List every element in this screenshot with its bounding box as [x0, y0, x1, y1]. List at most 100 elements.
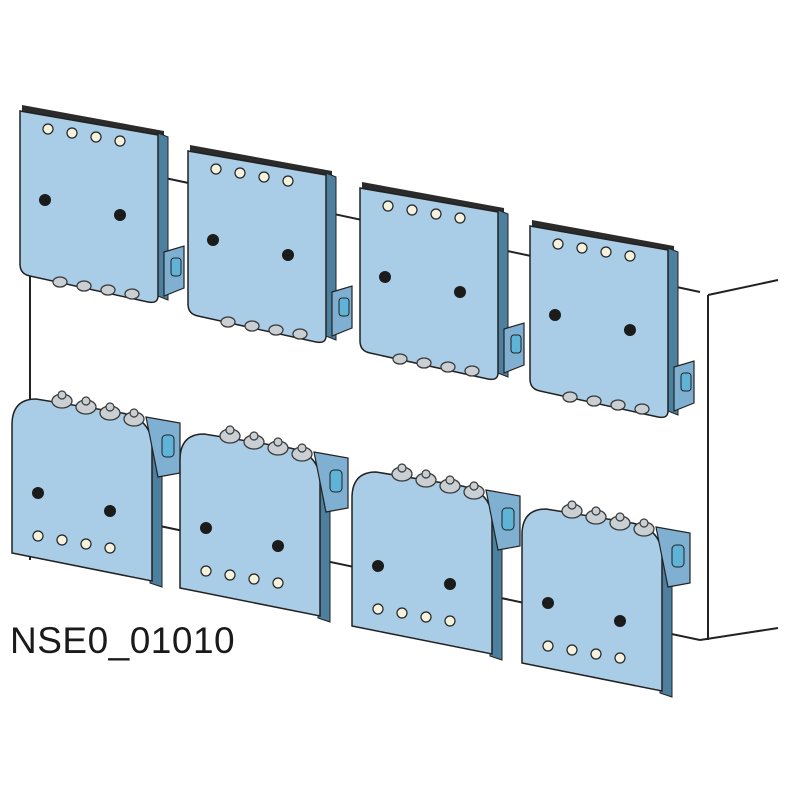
dark-hole: [624, 324, 636, 336]
bolt-head: [469, 481, 479, 491]
mounting-hole: [396, 607, 408, 619]
bolt-nut: [100, 284, 116, 296]
mounting-hole: [590, 648, 602, 660]
upper-connector: [187, 145, 353, 344]
plate-face: [359, 187, 499, 381]
upper-connector-row: [19, 105, 695, 419]
lower-connector: [11, 390, 181, 588]
bracket-slot: [161, 434, 175, 458]
plate-top-edge: [22, 105, 164, 137]
mounting-hole: [406, 204, 418, 216]
mounting-hole: [552, 238, 564, 250]
bolt-head: [81, 396, 91, 406]
mounting-hole: [258, 171, 270, 183]
mounting-hole: [624, 250, 636, 262]
plate-top-edge: [362, 182, 504, 214]
dark-hole: [32, 487, 44, 499]
mounting-hole: [104, 542, 116, 554]
bolt-nut: [586, 395, 602, 407]
lower-connector-row: [11, 390, 691, 698]
upper-connector: [19, 105, 185, 304]
mounting-hole: [576, 242, 588, 254]
bolt-head: [273, 437, 283, 447]
lower-connector: [351, 463, 521, 661]
bracket-slot: [680, 372, 692, 392]
bolt-head: [105, 402, 115, 412]
mounting-hole: [282, 175, 294, 187]
mounting-hole: [224, 569, 236, 581]
dark-hole: [614, 615, 626, 627]
mounting-hole: [210, 163, 222, 175]
mounting-hole: [90, 131, 102, 143]
bracket-slot: [338, 297, 350, 317]
figure-label: NSE0_01010: [10, 620, 236, 661]
bracket-slot: [329, 469, 343, 493]
bolt-head: [249, 431, 259, 441]
bolt-nut: [562, 391, 578, 403]
bolt-nut: [220, 316, 236, 328]
dark-hole: [207, 234, 219, 246]
mounting-hole: [372, 603, 384, 615]
mounting-hole: [454, 212, 466, 224]
dark-hole: [549, 309, 561, 321]
mounting-hole: [66, 127, 78, 139]
bolt-head: [567, 500, 577, 510]
bolt-nut: [440, 361, 456, 373]
frame-line: [699, 627, 779, 641]
dark-hole: [444, 578, 456, 590]
bolt-head: [297, 443, 307, 453]
mounting-hole: [272, 577, 284, 589]
bracket-slot: [170, 257, 182, 277]
mounting-hole: [56, 534, 68, 546]
bolt-nut: [244, 320, 260, 332]
mounting-hole: [42, 123, 54, 135]
dark-hole: [200, 522, 212, 534]
upper-connector: [529, 220, 695, 419]
dark-hole: [114, 209, 126, 221]
dark-hole: [272, 540, 284, 552]
plate-face: [187, 150, 327, 344]
bolt-nut: [76, 280, 92, 292]
dark-hole: [39, 194, 51, 206]
bolt-head: [591, 506, 601, 516]
mounting-hole: [382, 200, 394, 212]
mounting-hole: [430, 208, 442, 220]
dark-hole: [104, 505, 116, 517]
bolt-head: [445, 475, 455, 485]
plate-face: [19, 110, 159, 304]
mounting-hole: [420, 611, 432, 623]
bolt-nut: [268, 324, 284, 336]
mounting-hole: [600, 246, 612, 258]
bolt-nut: [610, 399, 626, 411]
mounting-hole: [542, 640, 554, 652]
bolt-head: [57, 390, 67, 400]
dark-hole: [372, 560, 384, 572]
bolt-head: [421, 469, 431, 479]
plate-face: [529, 225, 669, 419]
plate-top-edge: [532, 220, 674, 252]
upper-connector: [359, 182, 525, 381]
mounting-hole: [32, 530, 44, 542]
bolt-head: [225, 425, 235, 435]
mounting-hole: [566, 644, 578, 656]
bolt-nut: [392, 353, 408, 365]
dark-hole: [542, 597, 554, 609]
dark-hole: [454, 286, 466, 298]
bolt-head: [129, 408, 139, 418]
mounting-hole: [80, 538, 92, 550]
bolt-nut: [416, 357, 432, 369]
lower-connector: [521, 500, 691, 698]
dark-hole: [282, 249, 294, 261]
dark-hole: [379, 271, 391, 283]
bolt-nut: [52, 276, 68, 288]
bolt-nut: [124, 288, 140, 300]
mounting-hole: [200, 565, 212, 577]
mounting-hole: [248, 573, 260, 585]
mounting-hole: [114, 135, 126, 147]
mounting-hole: [234, 167, 246, 179]
bracket-slot: [501, 507, 515, 531]
bracket-slot: [510, 334, 522, 354]
bolt-nut: [464, 365, 480, 377]
